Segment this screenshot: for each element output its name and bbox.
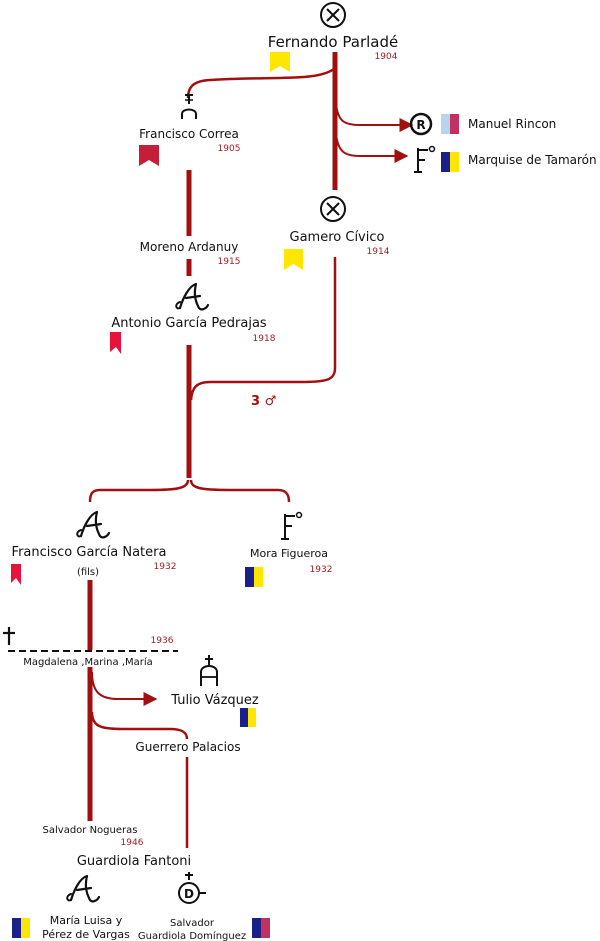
- maria-luisa-name-line1: María Luisa y: [50, 914, 123, 927]
- flag-magenta-part: [261, 918, 270, 938]
- node-palacios: Guerrero Palacios: [135, 740, 240, 754]
- parlade-name: Fernando Parladé: [268, 33, 398, 51]
- a-script-brand-icon: [76, 510, 111, 539]
- node-nogueras: Salvador Nogueras 1946: [43, 825, 144, 848]
- civico-name: Gamero Cívico: [290, 230, 385, 245]
- node-rincon: R Manuel Rincon: [409, 112, 556, 136]
- flag-yellow-part: [450, 152, 459, 172]
- node-correa: Francisco Correa 1905: [139, 94, 241, 166]
- pedrajas-year: 1918: [253, 334, 276, 344]
- ardanuy-year: 1915: [218, 257, 241, 267]
- f-brand-icon: [414, 145, 436, 173]
- dagger-icon: [3, 627, 15, 645]
- circle-x-brand-icon: [320, 196, 346, 222]
- flag-navy-part: [240, 708, 248, 727]
- flag-yellow-part: [21, 918, 30, 938]
- node-parlade: Fernando Parladé 1904: [268, 2, 398, 72]
- crimson-pennant-flag: [139, 145, 159, 166]
- nogueras-year: 1946: [121, 838, 144, 848]
- flag-navy-part: [245, 567, 254, 587]
- node-maria-luisa: María Luisa y Pérez de Vargas: [12, 874, 130, 941]
- correa-year: 1905: [218, 144, 241, 154]
- node-pedrajas: Antonio García Pedrajas 1918: [110, 282, 276, 354]
- male-count-marker: 3 ♂: [251, 394, 276, 409]
- circle-x-brand-icon: [320, 2, 346, 28]
- node-ardanuy: Moreno Ardanuy 1915: [140, 240, 241, 267]
- node-salvador-gd: D Salvador Guardiola Domínguez: [138, 872, 270, 941]
- rincon-name: Manuel Rincon: [468, 117, 556, 131]
- a-script-brand-icon: [175, 282, 210, 311]
- f-brand-icon: [281, 511, 303, 540]
- arrow-to-rincon: [335, 103, 414, 132]
- anchor-brand-icon: [181, 94, 197, 119]
- svg-text:D: D: [184, 887, 194, 901]
- svg-text:R: R: [416, 118, 425, 132]
- line-to-palacios: [90, 711, 189, 740]
- arrow-to-tamaron: [335, 133, 409, 163]
- nogueras-name: Salvador Nogueras: [43, 825, 138, 836]
- palacios-name: Guerrero Palacios: [135, 740, 240, 754]
- death-names: Magdalena ,Marina ,María: [23, 656, 153, 668]
- node-fantoni: Guardiola Fantoni: [77, 854, 191, 869]
- figueroa-name: Mora Figueroa: [250, 547, 328, 560]
- correa-name: Francisco Correa: [139, 127, 239, 141]
- node-death-1936: 1936 Magdalena ,Marina ,María: [3, 627, 174, 668]
- male-count-label: 3 ♂: [251, 394, 276, 409]
- fantoni-name: Guardiola Fantoni: [77, 854, 191, 869]
- figueroa-year: 1932: [310, 565, 333, 575]
- red-pennant-flag: [11, 564, 21, 585]
- arrow-to-vazquez: [91, 671, 158, 706]
- pedrajas-name: Antonio García Pedrajas: [111, 316, 267, 331]
- flag-light-blue-part: [441, 114, 450, 134]
- natera-name: Francisco García Natera: [12, 545, 167, 560]
- line-branch-natera: [88, 479, 190, 503]
- flag-navy-part: [252, 918, 261, 938]
- tamaron-name: Marquise de Tamarón: [468, 153, 597, 167]
- node-figueroa: Mora Figueroa 1932: [245, 511, 333, 587]
- parlade-year: 1904: [375, 52, 398, 62]
- flag-navy-part: [12, 918, 21, 938]
- node-natera: Francisco García Natera (fils) 1932: [11, 510, 177, 585]
- maria-luisa-name-line2: Pérez de Vargas: [42, 928, 130, 941]
- natera-year: 1932: [154, 562, 177, 572]
- flag-magenta-part: [450, 114, 459, 134]
- salvador-gd-name-line1: Salvador: [170, 918, 215, 929]
- civico-year: 1914: [367, 247, 390, 257]
- line-parlade-correa: [186, 67, 336, 99]
- flag-navy-part: [441, 152, 450, 172]
- vazquez-name: Tulio Vázquez: [170, 693, 259, 708]
- flag-yellow-part: [248, 708, 256, 727]
- line-branch-figueroa: [189, 479, 291, 503]
- connection-lines: [8, 52, 414, 848]
- node-tamaron: Marquise de Tamarón: [414, 145, 597, 173]
- node-civico: Gamero Cívico 1914: [284, 196, 390, 270]
- flag-yellow-part: [254, 567, 263, 587]
- red-pennant-flag: [110, 332, 121, 354]
- d-cross-brand-icon: D: [178, 872, 206, 904]
- a-cross-brand-icon: [200, 655, 218, 686]
- salvador-gd-name-line2: Guardiola Domínguez: [138, 930, 246, 941]
- yellow-pennant-flag: [284, 249, 303, 270]
- death-year: 1936: [151, 636, 174, 646]
- yellow-pennant-flag: [270, 52, 290, 72]
- r-circle-brand-icon: R: [409, 112, 433, 136]
- ardanuy-name: Moreno Ardanuy: [140, 240, 239, 254]
- line-civico-pedrajas: [189, 257, 337, 401]
- node-vazquez: Tulio Vázquez: [170, 655, 259, 727]
- a-script-brand-icon: [66, 874, 101, 903]
- natera-suffix: (fils): [77, 567, 99, 578]
